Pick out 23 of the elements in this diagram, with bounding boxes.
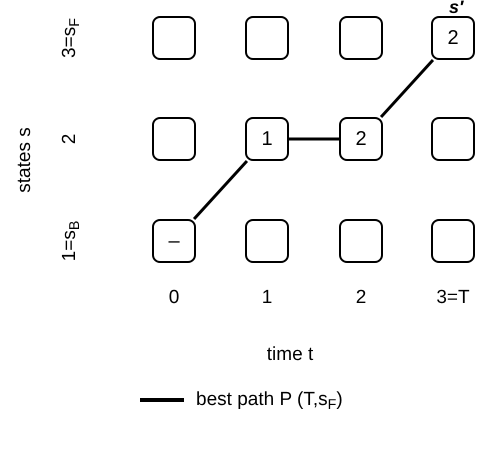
axis-label: 3=T bbox=[436, 286, 470, 310]
empty-state-box bbox=[339, 219, 383, 263]
state-box: – bbox=[152, 219, 196, 263]
axis-label: 2 bbox=[356, 286, 366, 310]
axis-label: 1 bbox=[262, 286, 272, 310]
axis-label: 0 bbox=[168, 286, 180, 310]
state-box: 2 bbox=[339, 117, 383, 161]
empty-state-box bbox=[431, 117, 475, 161]
empty-state-box bbox=[152, 16, 196, 60]
path-line bbox=[289, 138, 339, 140]
path-line bbox=[380, 58, 434, 118]
path-line bbox=[192, 160, 248, 220]
axis-label: time t bbox=[266, 342, 314, 367]
empty-state-box bbox=[245, 219, 289, 263]
axis-label: states s bbox=[12, 127, 36, 193]
axis-label: 2 bbox=[58, 134, 81, 144]
state-box: 1 bbox=[245, 117, 289, 161]
empty-state-box bbox=[152, 117, 196, 161]
empty-state-box bbox=[339, 16, 383, 60]
state-annotation: s′ bbox=[449, 0, 464, 16]
empty-state-box bbox=[431, 219, 475, 263]
legend-text: best path P (T,s$_{F}$) bbox=[196, 388, 343, 414]
empty-state-box bbox=[245, 16, 289, 60]
